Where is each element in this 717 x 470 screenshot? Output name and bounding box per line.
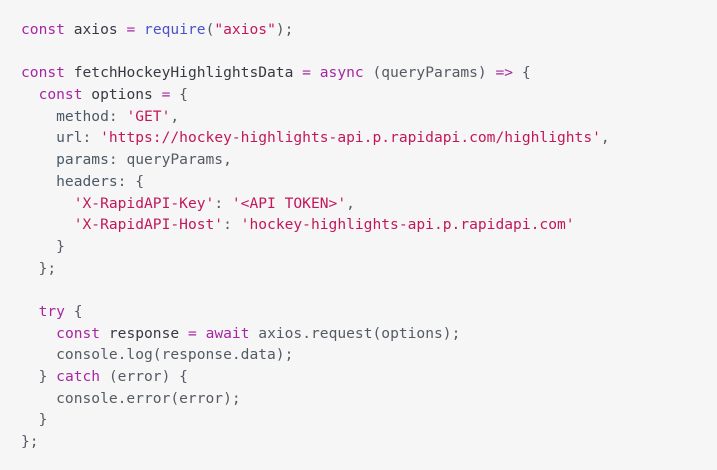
code-line: }; <box>21 258 717 280</box>
code-token: response <box>100 324 188 342</box>
code-token: 'hockey-highlights-api.p.rapidapi.com' <box>240 216 575 234</box>
code-line: 'X-RapidAPI-Host': 'hockey-highlights-ap… <box>21 214 717 236</box>
code-token: } <box>21 237 65 255</box>
code-token: catch <box>56 368 101 385</box>
code-line: url: 'https://hockey-highlights-api.p.ra… <box>21 127 717 149</box>
code-line: console.error(error); <box>21 388 717 410</box>
code-token: '<API TOKEN>' <box>231 194 347 212</box>
code-line <box>21 279 717 301</box>
code-line: } catch (error) { <box>21 366 717 388</box>
code-token <box>21 195 74 212</box>
code-token: = <box>161 86 171 104</box>
code-token: { <box>513 64 531 82</box>
code-token <box>21 86 39 103</box>
code-line <box>21 41 717 63</box>
code-token: const <box>21 21 65 38</box>
code-token: axios.request(options); <box>249 324 461 342</box>
code-token: : { <box>117 172 145 190</box>
code-token: "axios" <box>214 21 276 38</box>
code-token: }; <box>21 259 57 277</box>
code-token: axios <box>64 21 127 38</box>
code-token: { <box>64 302 83 320</box>
code-token: const <box>38 86 83 104</box>
code-token: }; <box>21 433 39 451</box>
code-token: ( <box>205 21 215 38</box>
code-token <box>311 64 320 81</box>
code-token: : <box>214 194 232 212</box>
code-token: 'GET' <box>126 107 171 125</box>
code-line: headers: { <box>21 171 717 193</box>
code-line: } <box>21 236 717 258</box>
code-token: , <box>346 194 355 212</box>
code-line: 'X-RapidAPI-Key': '<API TOKEN>', <box>21 193 717 215</box>
code-token: { <box>170 86 188 104</box>
code-token: 'X-RapidAPI-Key' <box>73 194 215 212</box>
code-token: } <box>21 411 48 429</box>
code-token: url <box>21 129 83 147</box>
code-line: }; <box>21 431 717 453</box>
code-line: params: queryParams, <box>21 149 717 171</box>
code-token: console.error(error); <box>21 389 241 407</box>
code-token: ); <box>275 21 294 38</box>
code-token: const <box>56 324 101 342</box>
code-token: : <box>223 216 241 234</box>
code-token: require <box>144 21 206 38</box>
code-token: } <box>21 368 57 385</box>
code-token <box>135 21 144 38</box>
code-token: , <box>170 107 180 125</box>
code-token: 'https://hockey-highlights-api.p.rapidap… <box>100 129 601 147</box>
code-token: => <box>495 64 514 82</box>
code-line: } <box>21 409 717 431</box>
code-line: console.log(response.data); <box>21 344 717 366</box>
code-token <box>21 216 74 233</box>
code-token: method <box>21 107 109 125</box>
code-token: await <box>205 324 250 342</box>
code-token: (error) { <box>100 368 188 385</box>
code-token: (queryParams) <box>363 64 496 82</box>
code-token: : <box>82 129 101 147</box>
code-line: const options = { <box>21 84 717 106</box>
code-token: params <box>21 151 109 169</box>
code-token: : queryParams, <box>108 151 232 169</box>
code-token: fetchHockeyHighlightsData <box>64 64 303 82</box>
code-token: = <box>187 324 197 342</box>
code-token: async <box>319 64 364 82</box>
code-token: , <box>600 129 610 147</box>
code-line: const response = await axios.request(opt… <box>21 323 717 345</box>
code-token: try <box>38 302 65 320</box>
code-line: const axios = require("axios"); <box>21 19 717 41</box>
code-token: headers <box>21 172 118 190</box>
code-token: options <box>82 86 162 104</box>
code-token: console.log(response.data); <box>21 346 294 364</box>
code-line: try { <box>21 301 717 323</box>
code-token: : <box>108 107 127 125</box>
code-token <box>197 325 206 342</box>
code-lines: const axios = require("axios");const fet… <box>21 19 717 453</box>
code-line: const fetchHockeyHighlightsData = async … <box>21 62 717 84</box>
code-token <box>21 303 39 320</box>
code-token: 'X-RapidAPI-Host' <box>73 216 224 234</box>
code-token: = <box>126 21 136 38</box>
code-token: const <box>21 64 65 82</box>
code-token: = <box>302 64 311 82</box>
code-token <box>21 325 56 342</box>
code-line: method: 'GET', <box>21 106 717 128</box>
